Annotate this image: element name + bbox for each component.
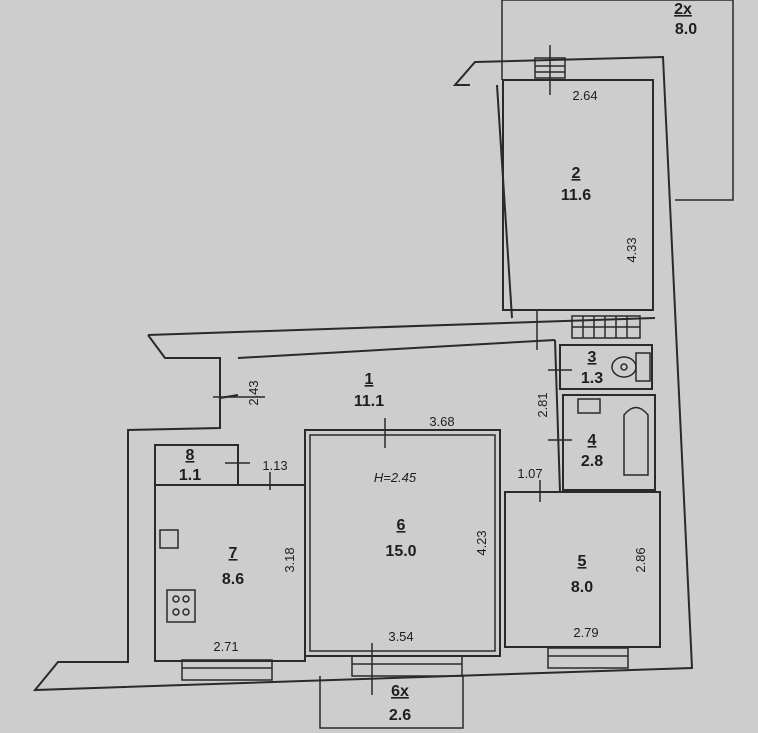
toilet-icon bbox=[611, 352, 651, 382]
balcony-2x-area: 8.0 bbox=[675, 21, 697, 38]
dim-room5-width: 2.79 bbox=[573, 625, 598, 640]
room-3-area: 1.3 bbox=[581, 370, 603, 387]
room-7-walls bbox=[154, 484, 306, 662]
balcony-6x-area: 2.6 bbox=[389, 707, 411, 724]
dimension-ticks bbox=[213, 45, 572, 695]
room-3-number: 3 bbox=[588, 349, 597, 366]
room-5-walls bbox=[504, 491, 661, 648]
dim-room2-width: 2.64 bbox=[572, 88, 597, 103]
room-6-number: 6 bbox=[397, 517, 406, 534]
outer-wall bbox=[32, 394, 633, 692]
balcony-2x-outline bbox=[502, 0, 734, 201]
room-1-number: 1 bbox=[365, 371, 374, 388]
room-7-area: 8.6 bbox=[222, 571, 244, 588]
dim-corridor-right: 1.07 bbox=[517, 466, 542, 481]
dim-corridor-left: 1.13 bbox=[262, 458, 287, 473]
dim-hall-right: 2.81 bbox=[535, 392, 550, 417]
corridor-wall bbox=[147, 317, 656, 336]
room-2-walls bbox=[502, 79, 654, 311]
dim-room2-length: 4.33 bbox=[624, 237, 639, 262]
corridor-wall bbox=[147, 334, 221, 398]
dim-room5-length: 2.86 bbox=[633, 547, 648, 572]
room-2-area: 11.6 bbox=[561, 187, 591, 204]
dim-hall-upper: 2.43 bbox=[246, 380, 261, 405]
outer-wall bbox=[452, 55, 694, 671]
room-3-walls bbox=[559, 344, 653, 390]
balcony-6x-outline bbox=[319, 676, 464, 729]
dim-room6-length: 4.23 bbox=[474, 530, 489, 555]
room-2-number: 2 bbox=[572, 165, 581, 182]
dim-hall-width: 3.68 bbox=[429, 414, 454, 429]
room-1-area: 11.1 bbox=[354, 393, 384, 410]
room-4-walls bbox=[562, 394, 656, 491]
dim-room7-width: 2.71 bbox=[213, 639, 238, 654]
dim-room7-length: 3.18 bbox=[282, 547, 297, 572]
vent-grid bbox=[571, 315, 641, 339]
balcony-2x-number: 2x bbox=[674, 1, 692, 18]
room-5-number: 5 bbox=[578, 553, 587, 570]
room-4-area: 2.8 bbox=[581, 453, 603, 470]
kitchen-sink-icon bbox=[159, 529, 179, 549]
room-8-number: 8 bbox=[186, 447, 195, 464]
window bbox=[181, 57, 629, 681]
room-8-area: 1.1 bbox=[179, 467, 201, 484]
room-6-area: 15.0 bbox=[385, 543, 416, 560]
balcony-6x-number: 6x bbox=[391, 683, 409, 700]
wall bbox=[496, 84, 513, 319]
room-7-number: 7 bbox=[229, 545, 238, 562]
stove-icon bbox=[166, 589, 196, 623]
dim-room6-width: 3.54 bbox=[388, 629, 413, 644]
ceiling-height: H=2.45 bbox=[374, 470, 417, 485]
corridor-wall bbox=[237, 339, 556, 359]
room-4-number: 4 bbox=[588, 432, 597, 449]
room-5-area: 8.0 bbox=[571, 579, 593, 596]
wall bbox=[554, 339, 561, 493]
room-6-inner bbox=[309, 434, 496, 652]
bathtub-icon bbox=[623, 406, 649, 476]
sink-icon bbox=[577, 398, 601, 414]
